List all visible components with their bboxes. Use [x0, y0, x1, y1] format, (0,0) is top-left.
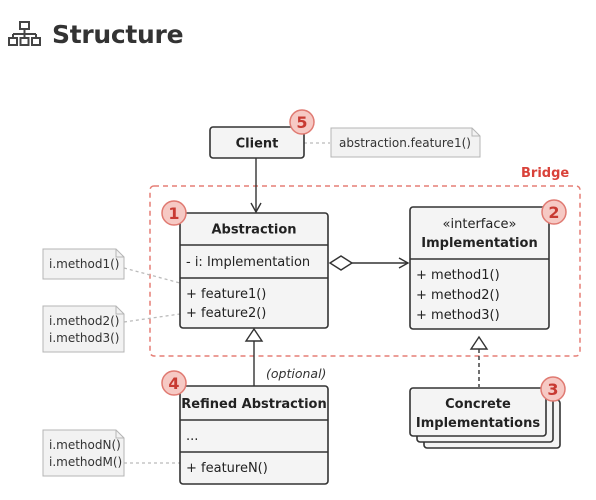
svg-text:4: 4 — [168, 374, 179, 393]
abstraction-method: + feature1() — [186, 287, 266, 302]
bridge-group-border — [149, 185, 581, 357]
concrete-name-line2: Implementations — [416, 416, 540, 431]
page-title: Structure — [8, 14, 184, 54]
implementation-method: + method3() — [416, 308, 500, 323]
abstraction-name: Abstraction — [211, 223, 296, 238]
badge-2: 2 — [541, 199, 567, 225]
feature2-note-connector — [123, 313, 181, 323]
abstraction-class: Abstraction - i: Implementation + featur… — [179, 212, 329, 329]
feature2-note-text: i.method2() — [49, 314, 120, 328]
hierarchy-icon — [8, 21, 41, 46]
client-name: Client — [236, 137, 279, 152]
featureN-note-text: i.methodM() — [49, 455, 122, 469]
abstraction-method: + feature2() — [186, 306, 266, 321]
featureN-note-text: i.methodN() — [49, 438, 121, 452]
bridge-label: Bridge — [521, 166, 569, 181]
feature1-note: i.method1() — [42, 248, 125, 280]
svg-text:1: 1 — [168, 204, 179, 223]
optional-label: (optional) — [266, 366, 326, 381]
aggregation-diamond — [328, 255, 354, 271]
realization-triangle — [469, 335, 489, 350]
implementation-name: Implementation — [421, 236, 537, 251]
feature1-note-connector — [123, 267, 181, 284]
feature1-note-text: i.method1() — [49, 257, 120, 271]
implementation-method: + method1() — [416, 268, 500, 283]
svg-text:2: 2 — [548, 203, 559, 222]
featureN-note: i.methodN() i.methodM() — [42, 429, 125, 477]
refined-abstraction-class: Refined Abstraction ... + featureN() — [179, 385, 329, 485]
badge-1: 1 — [161, 200, 187, 226]
feature2-note-text: i.method3() — [49, 331, 120, 345]
svg-text:5: 5 — [296, 113, 307, 132]
client-note: abstraction.feature1() — [330, 127, 481, 158]
implementation-interface: «interface» Implementation + method1() +… — [409, 206, 550, 330]
concrete-name-line1: Concrete — [445, 397, 511, 412]
refined-abstraction-field: ... — [186, 429, 198, 444]
svg-text:3: 3 — [547, 380, 558, 399]
badge-5: 5 — [289, 109, 315, 135]
feature2-note: i.method2() i.method3() — [42, 305, 125, 353]
page-title-text: Structure — [52, 19, 184, 49]
client-note-text: abstraction.feature1() — [339, 136, 471, 150]
badge-4: 4 — [161, 370, 187, 396]
client-class: Client — [209, 126, 305, 159]
concrete-implementations-class: Concrete Implementations — [409, 387, 561, 449]
implementation-stereotype: «interface» — [443, 217, 517, 232]
badge-3: 3 — [540, 376, 566, 402]
refined-abstraction-method: + featureN() — [186, 461, 268, 476]
inheritance-triangle — [244, 327, 264, 342]
refined-abstraction-name: Refined Abstraction — [181, 397, 326, 412]
abstraction-field: - i: Implementation — [186, 255, 310, 270]
implementation-method: + method2() — [416, 288, 500, 303]
